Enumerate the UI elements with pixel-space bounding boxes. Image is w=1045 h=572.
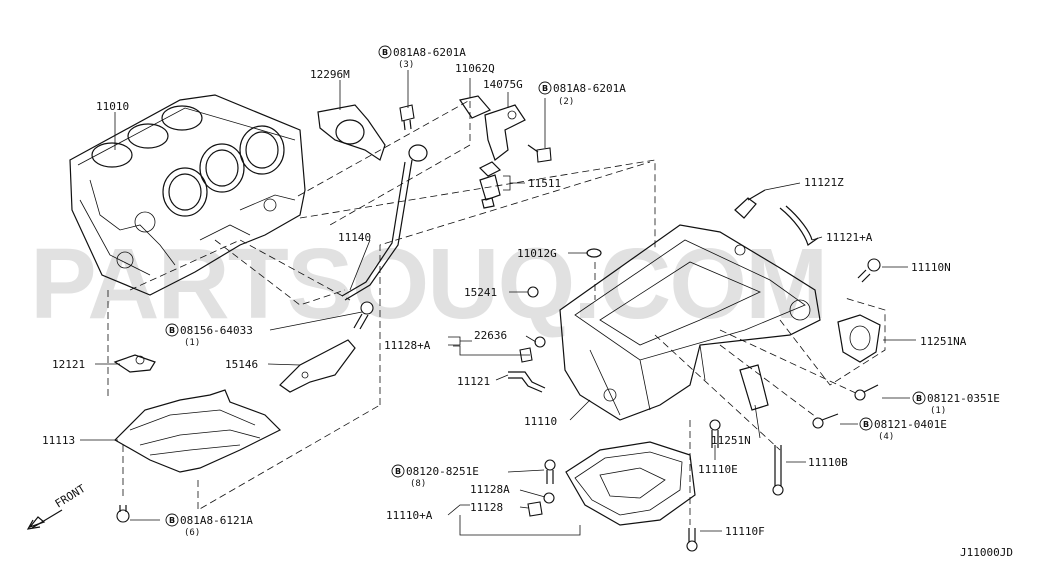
label-11110b: 11110B [808, 456, 848, 469]
label-08121-0401e: 08121-0401E [874, 418, 947, 431]
label-11251n: 11251N [711, 434, 751, 447]
diagram-code: J11000JD [960, 546, 1013, 559]
label-11121a: 11121+A [826, 231, 873, 244]
bolt-marker-icon [165, 513, 179, 527]
label-081a8-6121a: 081A8-6121A [180, 514, 253, 527]
label-11511: 11511 [528, 177, 561, 190]
label-14075g: 14075G [483, 78, 523, 91]
svg-text:B: B [916, 394, 922, 403]
part-11121z[interactable] [734, 189, 766, 219]
bolt-081a8-6201a-top[interactable] [399, 104, 415, 131]
tube-11121[interactable] [508, 371, 546, 393]
washer-11128a[interactable] [543, 492, 555, 504]
svg-text:B: B [395, 467, 401, 476]
svg-text:B: B [169, 516, 175, 525]
bolt-08121-0401e[interactable] [812, 413, 839, 429]
bolt-marker-icon [378, 45, 392, 59]
label-11121: 11121 [457, 375, 490, 388]
sensor-11511[interactable] [478, 161, 502, 209]
label-081a8-6201a-right: 081A8-6201A [553, 82, 626, 95]
gasket-11251n[interactable] [739, 364, 769, 411]
oil-pan-upper-11110[interactable] [559, 224, 821, 421]
bolt-08156-64033[interactable] [353, 301, 374, 330]
watermark: PARTSOUQ.COM [30, 228, 826, 340]
label-11062q: 11062Q [455, 62, 495, 75]
bolt-marker-icon [391, 464, 405, 478]
cylinder-block[interactable] [69, 94, 306, 296]
label-08121-0351e: 08121-0351E [927, 392, 1000, 405]
leader-lines [80, 70, 916, 536]
label-11113: 11113 [42, 434, 75, 447]
bolt-marker-icon [912, 391, 926, 405]
front-label: FRONT [53, 482, 88, 511]
label-08120-8251e: 08120-8251E [406, 465, 479, 478]
label-11251na: 11251NA [920, 335, 967, 348]
water-outlet-11062q[interactable] [459, 95, 491, 119]
label-081a8-6201a-top: 081A8-6201A [393, 46, 466, 59]
oil-pan-lower-11110a[interactable] [565, 441, 696, 526]
label-15146: 15146 [225, 358, 258, 371]
svg-text:B: B [542, 84, 548, 93]
label-12296m: 12296M [310, 68, 350, 81]
bolt-11110n[interactable] [857, 258, 881, 283]
qty-08120-8251e: (8) [410, 479, 426, 489]
svg-text:B: B [382, 48, 388, 57]
qty-081a8-6201a-right: (2) [558, 97, 574, 107]
part-labels: 11010 12296M B 081A8-6201A (3) 11062Q 14… [42, 45, 1013, 559]
qty-081a8-6201a-top: (3) [398, 60, 414, 70]
gasket-12296m[interactable] [317, 104, 386, 161]
bolt-081a8-6201a-right[interactable] [527, 144, 552, 163]
part-15241[interactable] [527, 286, 539, 298]
bolt-081a8-6121a[interactable] [116, 505, 130, 523]
label-11110: 11110 [524, 415, 557, 428]
gasket-11251na[interactable] [837, 314, 881, 363]
label-11010: 11010 [96, 100, 129, 113]
label-11128a-top: 11128+A [384, 339, 431, 352]
part-11121a[interactable] [779, 205, 819, 246]
bolt-08120-8251e[interactable] [544, 459, 556, 484]
label-11110a: 11110+A [386, 509, 433, 522]
bolt-11110b[interactable] [772, 445, 784, 496]
label-11121z: 11121Z [804, 176, 844, 189]
label-11128: 11128 [470, 501, 503, 514]
label-15241: 15241 [464, 286, 497, 299]
svg-text:B: B [863, 420, 869, 429]
baffle-plate-11113[interactable] [114, 389, 282, 473]
front-arrow-icon [26, 509, 63, 530]
bolt-11110e[interactable] [709, 419, 721, 448]
qty-08156-64033: (1) [184, 338, 200, 348]
label-11128a: 11128A [470, 483, 510, 496]
label-11012g: 11012G [517, 247, 557, 260]
assembly-dash-lines [107, 99, 886, 525]
label-11110e: 11110E [698, 463, 738, 476]
label-22636: 22636 [474, 329, 507, 342]
water-outlet-14075g[interactable] [484, 104, 526, 161]
bolt-11110f[interactable] [686, 528, 698, 552]
drain-plug-11128[interactable] [527, 501, 543, 517]
part-12121[interactable] [113, 354, 156, 373]
label-11110n: 11110N [911, 261, 951, 274]
bolt-08121-0351e[interactable] [854, 384, 879, 401]
qty-08121-0401e: (4) [878, 432, 894, 442]
plug-22636[interactable] [519, 336, 546, 363]
dipstick-11140[interactable] [341, 144, 428, 301]
bolt-marker-icon [859, 417, 873, 431]
bolt-marker-icon [538, 81, 552, 95]
bolt-marker-icon [165, 323, 179, 337]
svg-text:B: B [169, 326, 175, 335]
qty-081a8-6121a: (6) [184, 528, 200, 538]
label-11140: 11140 [338, 231, 371, 244]
label-12121: 12121 [52, 358, 85, 371]
qty-08121-0351e: (1) [930, 406, 946, 416]
bracket-15146[interactable] [279, 339, 356, 393]
label-08156-64033: 08156-64033 [180, 324, 253, 337]
label-11110f: 11110F [725, 525, 765, 538]
